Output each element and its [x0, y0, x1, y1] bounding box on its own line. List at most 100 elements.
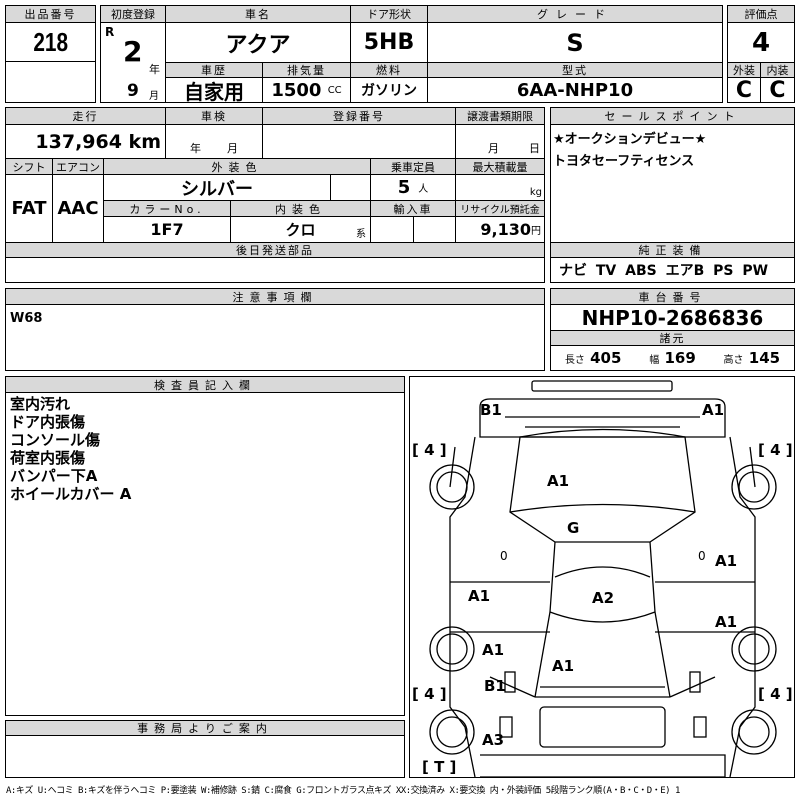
- transfer-label: 譲渡書類期限: [455, 107, 545, 125]
- shaken-label: 車検: [165, 107, 263, 125]
- mark-zero-left: 0: [500, 549, 508, 563]
- legend: A:キズ U:ヘコミ B:キズを伴うヘコミ P:要塗装 W:補修跡 S:錆 C:…: [6, 786, 680, 796]
- car-name-label: 車名: [165, 5, 351, 23]
- sales-point: ★オークションデビュー★ トヨタセーフティセンス: [550, 124, 795, 243]
- mark-a1-rear: A1: [552, 657, 575, 675]
- mark-b1-rear: B1: [484, 677, 506, 695]
- mark-roof: A1: [547, 472, 570, 490]
- door-type: 5HB: [350, 22, 428, 63]
- mark-a3: A3: [482, 731, 505, 749]
- mark-a1-front: A1: [702, 401, 725, 419]
- capacity-label: 乗車定員: [370, 158, 456, 175]
- inspector-label: 検査員記入欄: [5, 376, 405, 393]
- lot-blank: [5, 61, 96, 103]
- year-unit: 年: [149, 63, 160, 76]
- ext-score: C: [727, 77, 761, 103]
- mark-a1-left-rear: A1: [482, 641, 505, 659]
- month-unit: 月: [149, 91, 159, 102]
- car-outline: [429, 380, 777, 778]
- lot-number: 218: [5, 22, 96, 62]
- mark-a1-left-door: A1: [468, 587, 491, 605]
- note-line: ドア内張傷: [10, 413, 86, 431]
- fuel-label: 燃料: [350, 62, 428, 78]
- first-reg-label: 初度登録: [100, 5, 166, 23]
- mark-b1-front: B1: [480, 401, 502, 419]
- mileage-label: 走行: [5, 107, 166, 125]
- score: 4: [727, 22, 795, 63]
- displacement: 1500 CC: [262, 77, 351, 103]
- max-load-label: 最大積載量: [455, 158, 545, 175]
- int-score-label: 内装: [760, 62, 795, 78]
- later-parts: [5, 257, 545, 283]
- history: 自家用: [165, 77, 263, 104]
- lot-label: 出品番号: [5, 5, 96, 23]
- reg-no-label: 登録番号: [262, 107, 456, 125]
- office-label: 事務局よりご案内: [5, 720, 405, 736]
- displacement-label: 排気量: [262, 62, 351, 78]
- reg-year: 2: [123, 35, 143, 68]
- damage-diagram: B1 A1 [ 4 ] [ 4 ] A1 G 0 0 A1 A1 A2 A1 A…: [409, 376, 795, 778]
- max-load: kg: [455, 174, 545, 201]
- first-reg-cell: R 2 年 9 月: [100, 22, 166, 103]
- fuel: ガソリン: [350, 77, 428, 103]
- chassis-number: NHP10-2686836: [550, 304, 795, 331]
- sales-line: トヨタセーフティセンス: [553, 154, 695, 169]
- mark-center: A2: [592, 589, 615, 607]
- mark-tire-fl: [ 4 ]: [412, 441, 447, 459]
- int-color-label: 内装色: [230, 200, 371, 217]
- office-notes: [5, 735, 405, 778]
- specs: 長さ 405 幅 169 高さ 145: [550, 345, 795, 371]
- ac-label: エアコン: [52, 158, 104, 175]
- specs-label: 諸元: [550, 330, 795, 346]
- grade: S: [427, 22, 723, 63]
- caution-label: 注意事項欄: [5, 288, 545, 305]
- mark-zero-right: 0: [698, 549, 706, 563]
- equipment: ナビ TV ABS エアB PS PW: [550, 257, 795, 283]
- mileage: 137,964 km: [5, 124, 166, 159]
- color-no: 1F7: [103, 216, 231, 243]
- int-color: クロ系: [230, 216, 371, 243]
- era: R: [105, 25, 115, 39]
- note-line: ホイールカバー A: [10, 485, 132, 503]
- import-cell-a: [370, 216, 414, 243]
- shaken-cell: 年月: [165, 124, 263, 159]
- shift: FAT: [5, 174, 53, 243]
- inspector-notes: 室内汚れ ドア内張傷 コンソール傷 荷室内張傷 バンパー下A ホイールカバー A: [5, 392, 405, 716]
- later-parts-label: 後日発送部品: [5, 242, 545, 258]
- model: 6AA-NHP10: [427, 77, 723, 103]
- door-label: ドア形状: [350, 5, 428, 23]
- transfer-cell: 月日: [455, 124, 545, 159]
- equipment-label: 純正装備: [550, 242, 795, 258]
- mark-tire-rl: [ 4 ]: [412, 685, 447, 703]
- ext-color-blank: [330, 174, 371, 201]
- recycle-label: リサイクル預託金: [455, 200, 545, 217]
- int-score: C: [760, 77, 795, 103]
- ext-color: シルバー: [103, 174, 331, 201]
- score-label: 評価点: [727, 5, 795, 23]
- import-label: 輸入車: [370, 200, 456, 217]
- chassis-label: 車台番号: [550, 288, 795, 305]
- reg-no-cell: [262, 124, 456, 159]
- color-no-label: カラーNo.: [103, 200, 231, 217]
- caution: W68: [5, 304, 545, 371]
- import-cell-b: [413, 216, 456, 243]
- ac: AAC: [52, 174, 104, 243]
- mark-a1-right-door1: A1: [715, 552, 738, 570]
- note-line: コンソール傷: [10, 431, 101, 449]
- grade-label: グレード: [427, 5, 723, 23]
- mark-glass: G: [567, 519, 580, 537]
- note-line: バンパー下A: [10, 467, 98, 485]
- ext-color-label: 外装色: [103, 158, 371, 175]
- sales-point-label: セールスポイント: [550, 107, 795, 125]
- note-line: 荷室内張傷: [10, 449, 86, 467]
- mark-tire-rr: [ 4 ]: [758, 685, 793, 703]
- ext-score-label: 外装: [727, 62, 761, 78]
- note-line: 室内汚れ: [10, 395, 71, 413]
- model-label: 型式: [427, 62, 723, 78]
- car-name: アクア: [165, 22, 351, 63]
- mark-tire-fr: [ 4 ]: [758, 441, 793, 459]
- mark-a1-right-door2: A1: [715, 613, 738, 631]
